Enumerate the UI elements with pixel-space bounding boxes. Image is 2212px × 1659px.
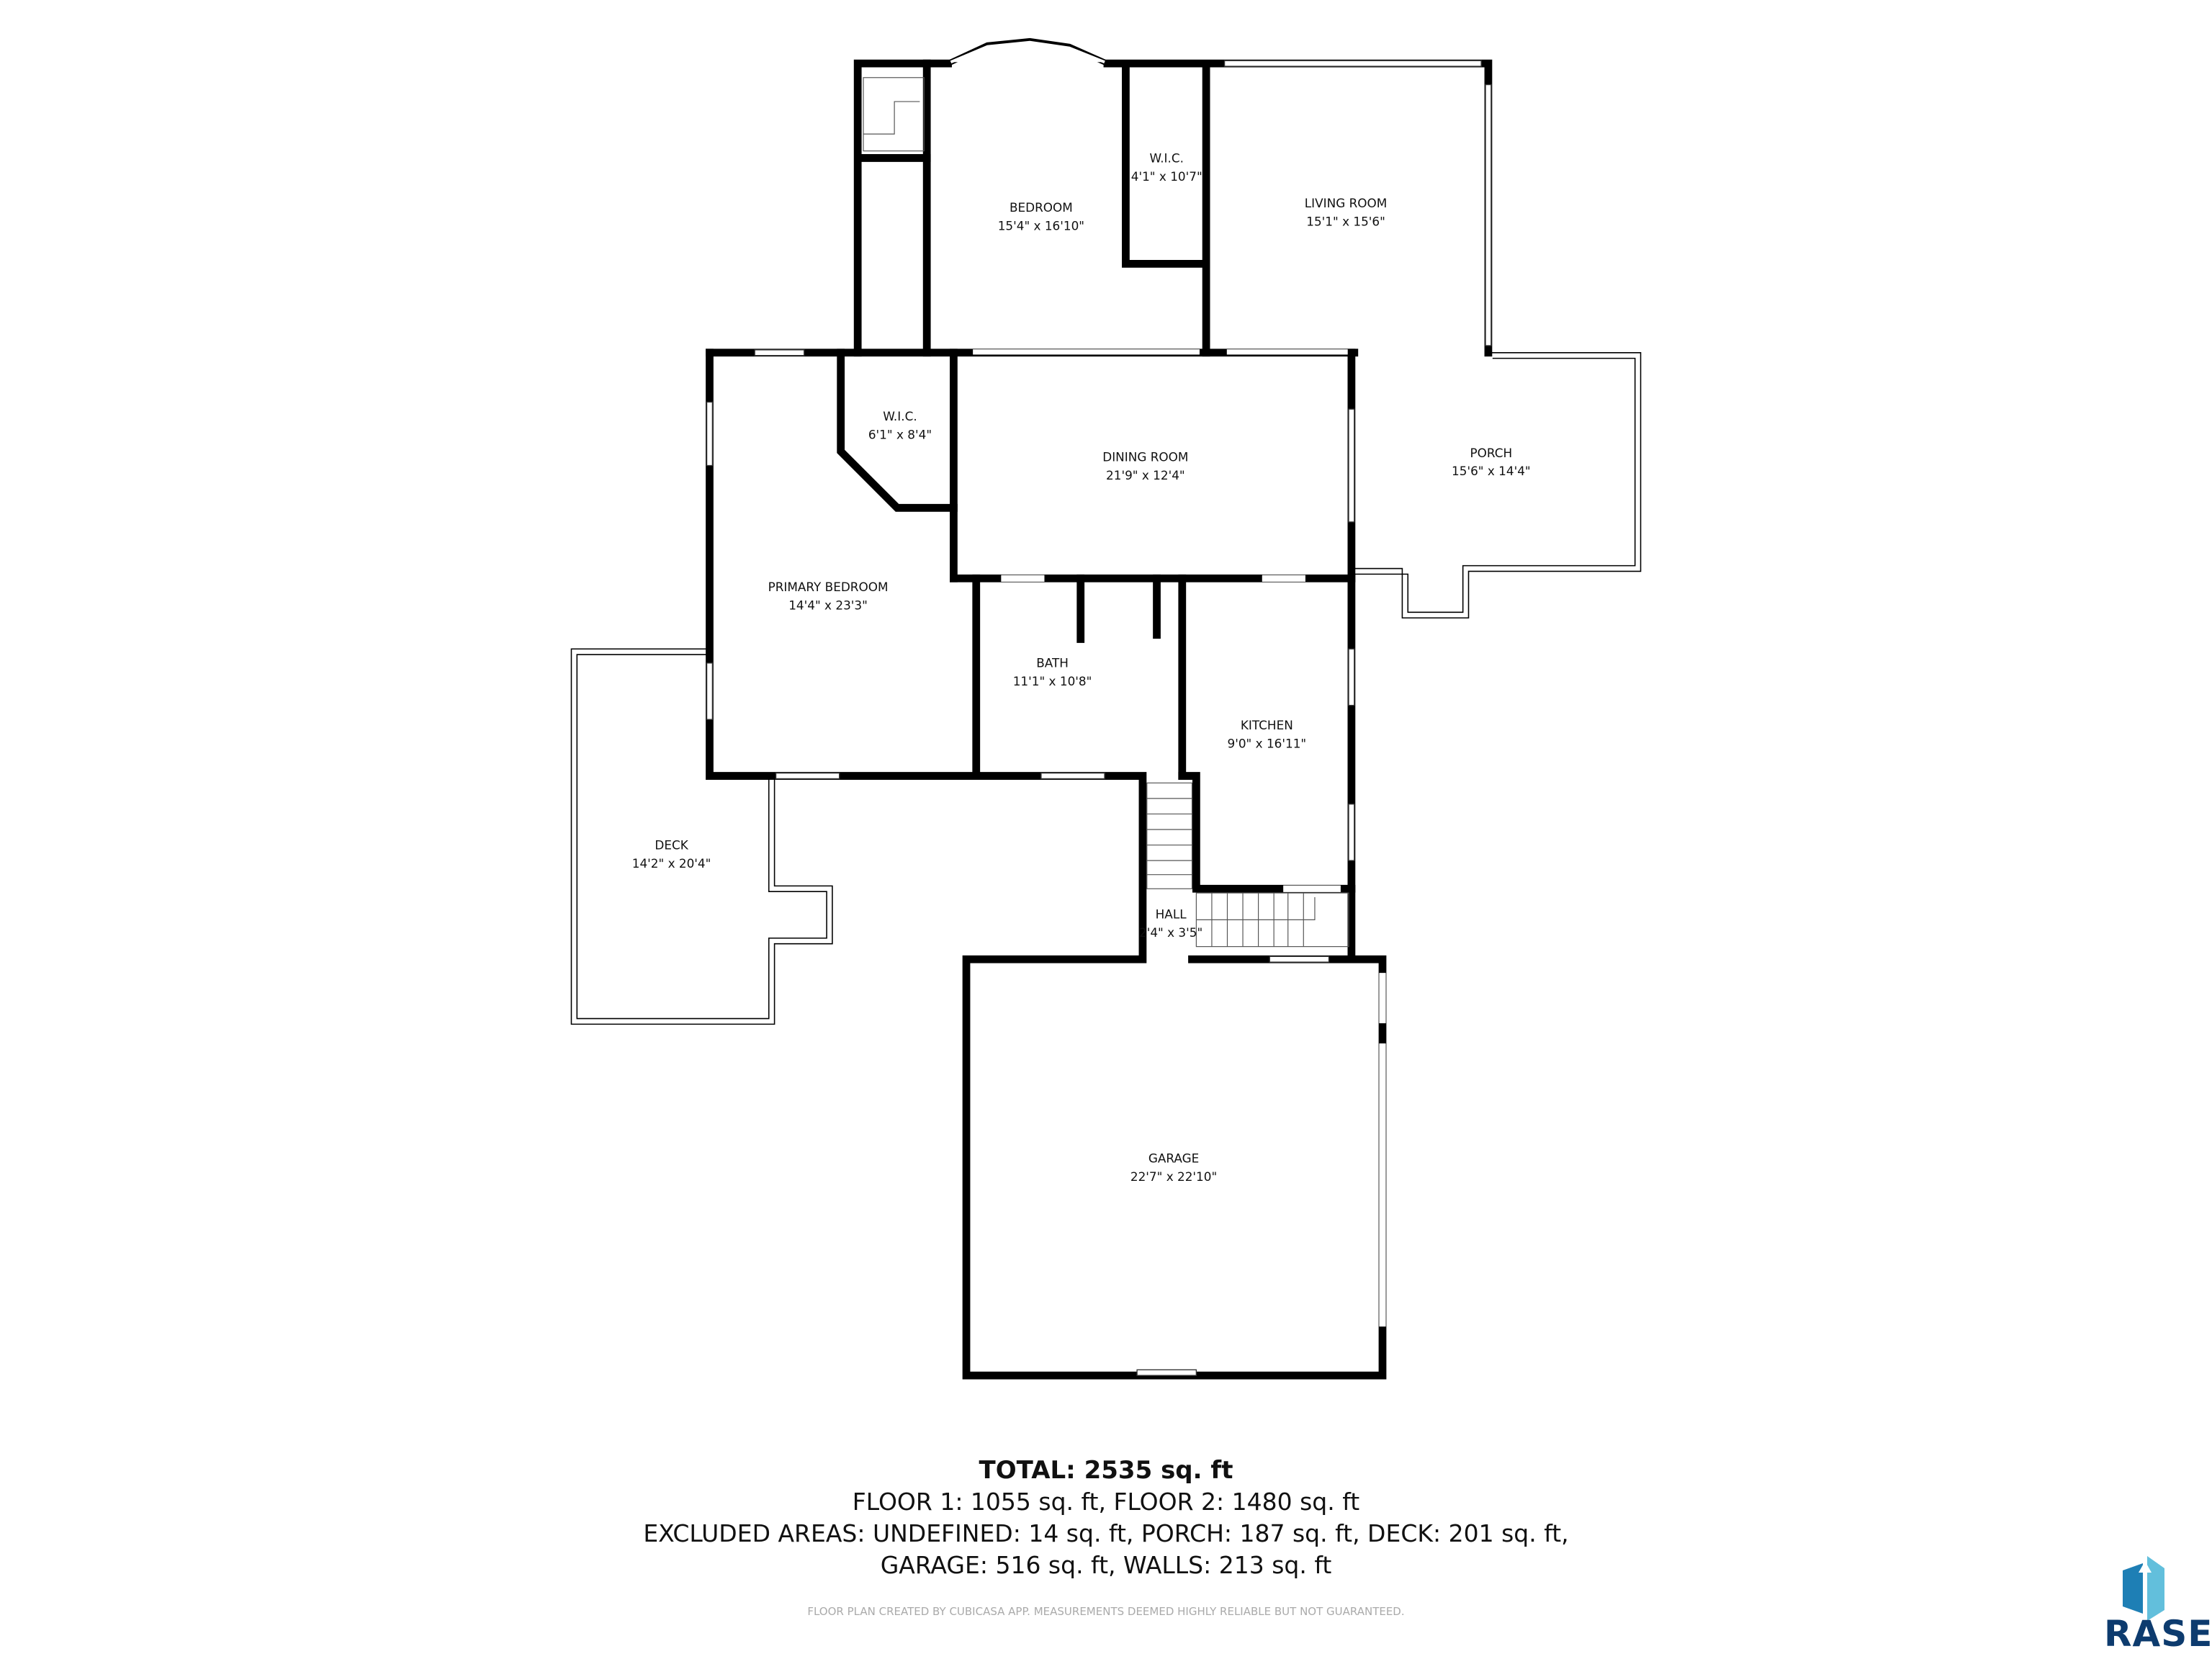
bath-name: BATH: [1036, 656, 1069, 670]
windows: [706, 37, 1492, 1376]
total-area: TOTAL: 2535 sq. ft: [979, 1456, 1233, 1485]
stairs: [863, 77, 1349, 948]
kitchen-name: KITCHEN: [1241, 718, 1293, 732]
walls: [706, 59, 1493, 1380]
bedroom-name: BEDROOM: [1010, 200, 1073, 215]
primary-bedroom-dims: 14'4" x 23'3": [788, 598, 868, 612]
wic-upper-dims: 4'1" x 10'7": [1131, 169, 1202, 184]
living-room-name: LIVING ROOM: [1305, 196, 1388, 210]
bath-dims: 11'1" x 10'8": [1013, 674, 1092, 688]
room-labels: BEDROOM 15'4" x 16'10" W.I.C. 4'1" x 10'…: [632, 150, 1531, 1184]
porch-name: PORCH: [1470, 446, 1513, 460]
dining-room-name: DINING ROOM: [1102, 450, 1188, 464]
deck-outline: [570, 648, 833, 1025]
porch-outline: [1354, 352, 1642, 619]
rase-logo-icon: [2123, 1556, 2164, 1621]
garage-dims: 22'7" x 22'10": [1130, 1169, 1217, 1184]
porch-dims: 15'6" x 14'4": [1452, 464, 1531, 478]
logo-text: RASE: [2104, 1613, 2212, 1655]
dining-room-dims: 21'9" x 12'4": [1106, 468, 1185, 482]
garage-name: GARAGE: [1148, 1151, 1199, 1165]
excluded-areas-line-2: GARAGE: 516 sq. ft, WALLS: 213 sq. ft: [880, 1551, 1332, 1579]
wic-lower-dims: 6'1" x 8'4": [868, 427, 932, 441]
disclaimer: FLOOR PLAN CREATED BY CUBICASA APP. MEAS…: [807, 1605, 1405, 1618]
primary-bedroom-name: PRIMARY BEDROOM: [768, 580, 889, 594]
living-room-dims: 15'1" x 15'6": [1306, 214, 1385, 228]
hall-name: HALL: [1156, 907, 1187, 921]
floor-areas: FLOOR 1: 1055 sq. ft, FLOOR 2: 1480 sq. …: [852, 1488, 1360, 1516]
excluded-areas-line-1: EXCLUDED AREAS: UNDEFINED: 14 sq. ft, PO…: [643, 1519, 1569, 1547]
bedroom-dims: 15'4" x 16'10": [998, 218, 1084, 233]
kitchen-dims: 9'0" x 16'11": [1228, 736, 1307, 750]
wic-upper-name: W.I.C.: [1150, 150, 1184, 165]
deck-dims: 14'2" x 20'4": [632, 856, 711, 871]
hall-dims: 2'4" x 3'5": [1139, 925, 1202, 940]
wic-lower-name: W.I.C.: [883, 409, 917, 423]
deck-name: DECK: [655, 837, 688, 852]
